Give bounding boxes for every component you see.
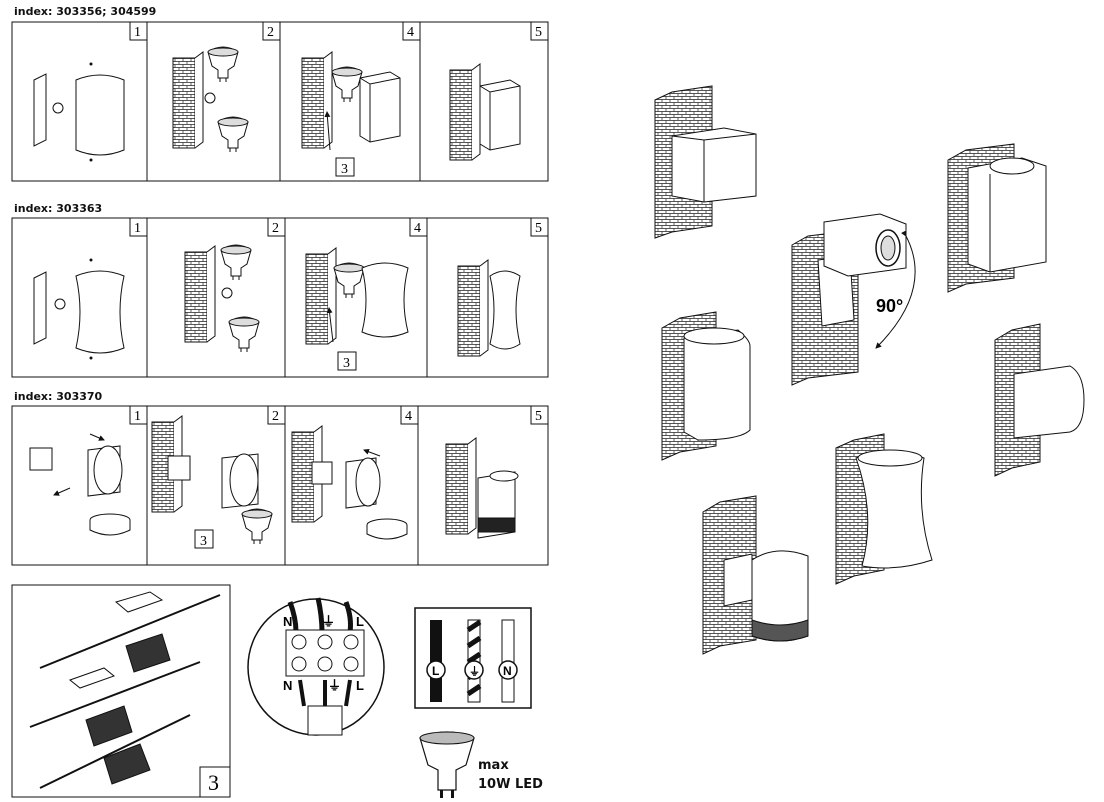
terminal-top-earth: ⏚ (322, 614, 335, 629)
connector-panel-number: 3 (208, 770, 219, 795)
s3-panel-5-drawing (445, 437, 519, 539)
bulb-spec: max 10W LED (478, 756, 543, 794)
s1-callout: 3 (341, 162, 348, 177)
wire-label-earth: ⏚ (469, 665, 480, 678)
s3-panel-1-drawing (29, 433, 131, 536)
s3-panel-2-number: 2 (272, 409, 279, 424)
bulb-max-label: max (478, 758, 509, 773)
variant-curved-lamp (835, 433, 933, 585)
index-label-1: index: 303356; 304599 (14, 5, 157, 18)
s1-panel-5-number: 5 (535, 25, 542, 40)
s3-panel-1-number: 1 (134, 409, 141, 424)
terminal-bottom-l: L (356, 678, 364, 693)
s1-panel-1-number: 1 (134, 25, 141, 40)
terminal-bottom-n: N (283, 678, 292, 693)
index-label-2: index: 303363 (14, 202, 103, 215)
s3-panel-2-drawing (151, 415, 273, 549)
variant-tall-wall-lamp (947, 143, 1047, 293)
s2-panel-5-number: 5 (535, 221, 542, 236)
s2-panel-2-number: 2 (272, 221, 279, 236)
s3-panel-4-number: 4 (405, 409, 412, 424)
rotation-label: 90° (876, 296, 903, 316)
s1-panel-4-drawing (301, 51, 401, 177)
wire-label-l: L (432, 664, 439, 678)
s3-panel-5-number: 5 (535, 409, 542, 424)
gu10-bulb-icon (419, 731, 475, 798)
s2-panel-5-drawing (457, 259, 521, 357)
s1-panel-4-number: 4 (407, 25, 414, 40)
terminal-block-diagram (247, 597, 385, 736)
s2-panel-1-number: 1 (134, 221, 141, 236)
bulb-icon (207, 46, 239, 83)
terminal-top-n: N (283, 614, 292, 629)
terminal-bottom-earth: ⏚ (328, 678, 341, 693)
wire-label-n: N (503, 664, 512, 678)
s2-panel-4-number: 4 (414, 221, 421, 236)
variant-rotating-lamp (791, 213, 916, 386)
index-label-3: index: 303370 (14, 390, 103, 403)
s2-panel-1-drawing (33, 258, 125, 360)
variant-square-wall-lamp (654, 85, 757, 239)
variant-round-cylinder-lamp (661, 311, 751, 461)
bulb-wattage-label: 10W LED (478, 777, 543, 792)
s2-panel-2-drawing (184, 244, 260, 353)
s1-panel-2-number: 2 (267, 25, 274, 40)
s2-callout: 3 (343, 356, 350, 371)
variant-cylinder-with-ring-lamp (702, 495, 809, 655)
s1-panel-5-drawing (449, 63, 521, 161)
wire-colors-panel (414, 607, 532, 709)
s3-callout: 3 (200, 534, 207, 549)
s3-panel-4-drawing (291, 425, 408, 540)
connector-panel (11, 584, 231, 798)
variant-half-round-lamp (994, 323, 1085, 477)
s1-panel-2-drawing (172, 46, 249, 153)
s1-panel-1-drawing (33, 62, 125, 162)
terminal-top-l: L (356, 614, 364, 629)
s2-panel-4-drawing (305, 247, 409, 371)
